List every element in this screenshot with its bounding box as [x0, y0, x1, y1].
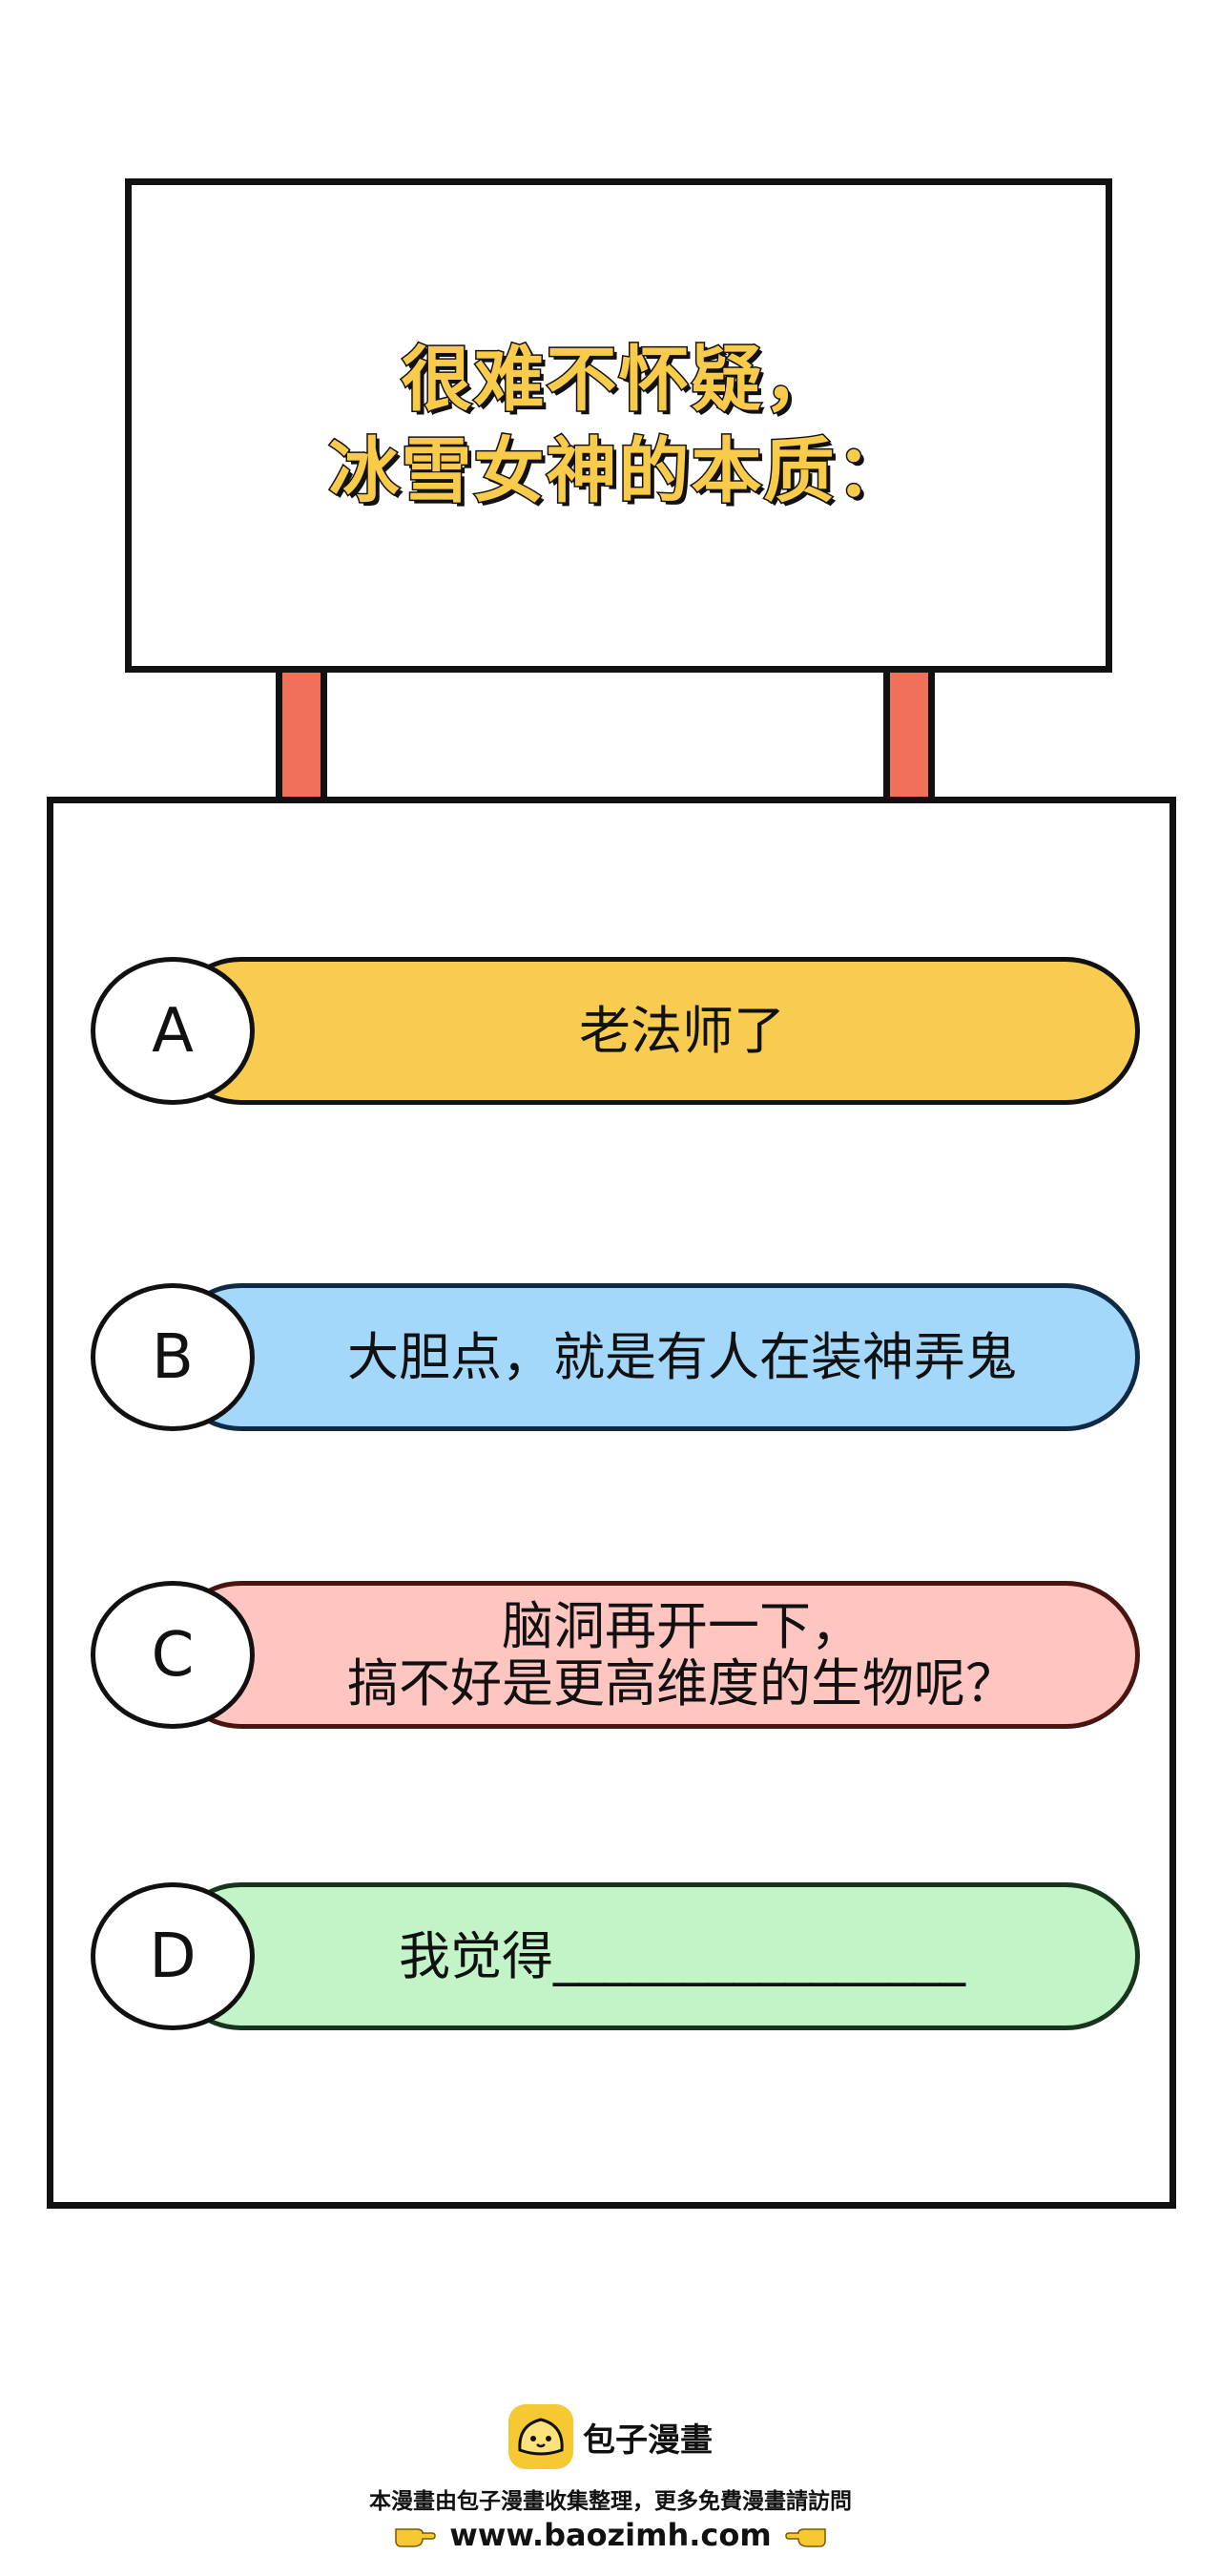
question-line-1: 很难不怀疑，: [400, 338, 837, 423]
brand-row: 包子漫畫: [0, 2404, 1221, 2469]
option-d[interactable]: 我觉得________________ D: [91, 1882, 1140, 2030]
option-d-badge: D: [91, 1882, 255, 2030]
option-c-letter: C: [151, 1619, 195, 1691]
pointing-left-hand-icon: [784, 2528, 826, 2547]
option-a-badge: A: [91, 957, 255, 1105]
option-b-letter: B: [152, 1321, 194, 1393]
brand-name: 包子漫畫: [583, 2420, 713, 2460]
sign-post-left: [276, 673, 327, 801]
url-row: www.baozimh.com: [0, 2517, 1221, 2553]
option-c-bar[interactable]: 脑洞再开一下， 搞不好是更高维度的生物呢？: [167, 1581, 1140, 1729]
option-a[interactable]: 老法师了 A: [91, 957, 1140, 1105]
pointing-right-hand-icon: [395, 2528, 437, 2547]
option-b[interactable]: 大胆点，就是有人在装神弄鬼 B: [91, 1283, 1140, 1431]
option-c[interactable]: 脑洞再开一下， 搞不好是更高维度的生物呢？ C: [91, 1581, 1140, 1729]
site-url-link[interactable]: www.baozimh.com: [449, 2517, 772, 2553]
question-sign: 很难不怀疑， 冰雪女神的本质：: [125, 178, 1112, 673]
option-a-text: 老法师了: [579, 1000, 785, 1061]
bun-logo-icon: [508, 2404, 573, 2469]
option-b-text: 大胆点，就是有人在装神弄鬼: [347, 1326, 1017, 1387]
option-d-text: 我觉得________________: [399, 1925, 965, 1986]
sign-post-right: [883, 673, 935, 801]
option-d-bar[interactable]: 我觉得________________: [167, 1882, 1140, 2030]
option-c-badge: C: [91, 1581, 255, 1729]
question-line-2: 冰雪女神的本质：: [327, 429, 909, 514]
option-a-bar[interactable]: 老法师了: [167, 957, 1140, 1105]
option-c-text: 脑洞再开一下， 搞不好是更高维度的生物呢？: [347, 1595, 1017, 1714]
option-b-badge: B: [91, 1283, 255, 1431]
option-b-bar[interactable]: 大胆点，就是有人在装神弄鬼: [167, 1283, 1140, 1431]
option-d-letter: D: [149, 1921, 197, 1992]
option-a-letter: A: [152, 995, 194, 1067]
source-notice: 本漫畫由包子漫畫收集整理，更多免費漫畫請訪問: [369, 2489, 852, 2514]
